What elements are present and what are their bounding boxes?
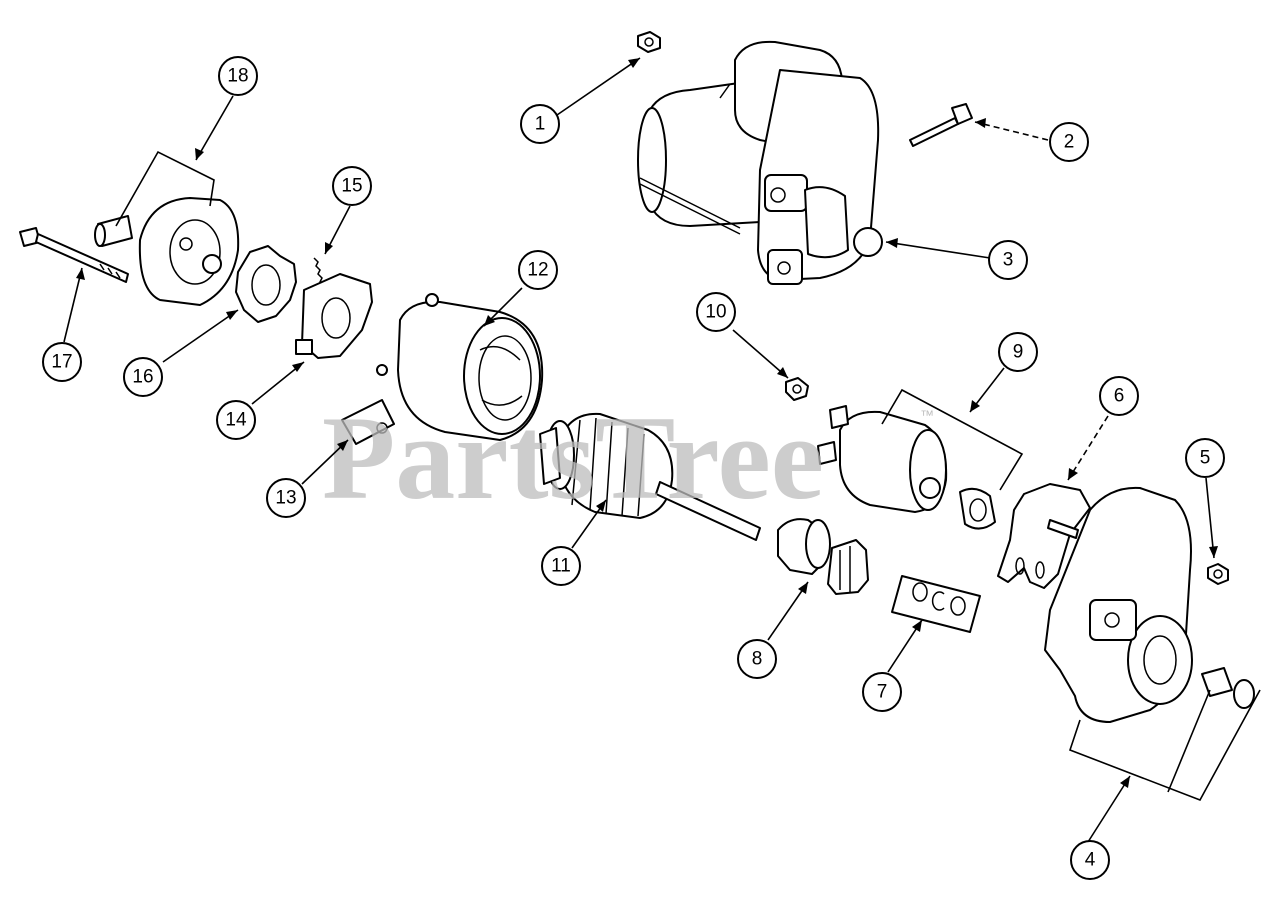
callout-11: 11: [541, 546, 581, 586]
part-16-brush-plate: [235, 245, 297, 323]
callout-9-label: 9: [1013, 342, 1024, 363]
part-9-solenoid: [817, 405, 996, 530]
part-3-starter-assembly: [637, 40, 883, 285]
part-12-field-frame: [376, 293, 544, 441]
callout-14: 14: [216, 400, 256, 440]
part-11-armature: [539, 412, 761, 541]
watermark: PartsTree ™: [322, 391, 934, 524]
part-2-bolt: [909, 103, 973, 147]
callout-18: 18: [218, 56, 258, 96]
part-10-nut: [785, 377, 809, 401]
callout-17: 17: [42, 342, 82, 382]
callout-3-label: 3: [1003, 250, 1014, 271]
callout-8-label: 8: [752, 649, 763, 670]
watermark-trademark: ™: [920, 407, 934, 423]
callout-16-label: 16: [132, 367, 153, 388]
callout-2-label: 2: [1064, 132, 1075, 153]
callout-13: 13: [266, 478, 306, 518]
callout-4-label: 4: [1085, 850, 1096, 871]
callout-2: 2: [1049, 122, 1089, 162]
callout-5-label: 5: [1200, 448, 1211, 469]
callout-10: 10: [696, 292, 736, 332]
part-18-end-cover: [94, 197, 240, 306]
part-8-drive-clutch: [777, 518, 869, 595]
watermark-text: PartsTree: [322, 391, 824, 524]
callout-4: 4: [1070, 840, 1110, 880]
callout-13-label: 13: [275, 488, 296, 509]
callout-8: 8: [737, 639, 777, 679]
part-14-brush-holder: [295, 273, 373, 359]
part-6-shift-lever: [997, 483, 1091, 589]
part-17-through-bolt: [19, 227, 129, 283]
callout-15: 15: [332, 166, 372, 206]
part-7-washer-set: [891, 575, 981, 633]
leader-lines: [63, 57, 1261, 843]
callout-7: 7: [862, 672, 902, 712]
callout-14-label: 14: [225, 410, 247, 431]
callout-5: 5: [1185, 438, 1225, 478]
part-4-drive-housing: [1044, 486, 1255, 723]
callout-12-label: 12: [527, 260, 548, 281]
callout-1: 1: [520, 104, 560, 144]
callout-10-label: 10: [705, 302, 726, 323]
part-1-nut: [637, 31, 661, 53]
callout-15-label: 15: [341, 176, 362, 197]
callout-3: 3: [988, 240, 1028, 280]
callout-9: 9: [998, 332, 1038, 372]
part-5-nut: [1207, 563, 1229, 585]
callout-6: 6: [1099, 376, 1139, 416]
callout-1-label: 1: [535, 114, 546, 135]
callout-16: 16: [123, 357, 163, 397]
callout-17-label: 17: [51, 352, 72, 373]
callout-6-label: 6: [1114, 386, 1125, 407]
callout-18-label: 18: [227, 66, 248, 87]
callout-12: 12: [518, 250, 558, 290]
callout-7-label: 7: [877, 682, 888, 703]
part-13-terminal: [341, 399, 395, 445]
part-15-spring: [313, 257, 325, 287]
callout-11-label: 11: [551, 556, 571, 577]
